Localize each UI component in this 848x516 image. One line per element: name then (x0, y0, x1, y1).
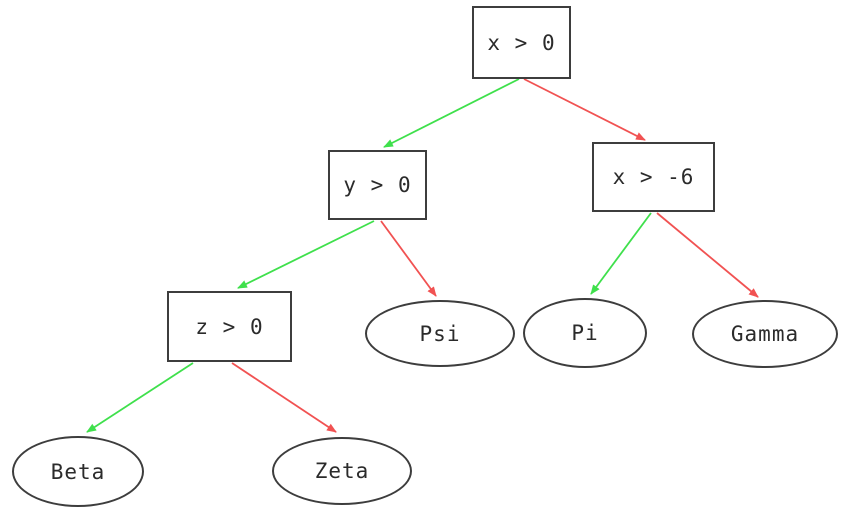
leaf-label: Pi (571, 321, 599, 345)
edge-z0-to-zeta (231, 362, 337, 433)
leaf-label: Psi (419, 321, 461, 346)
node-x-gt-0: x > 0 (472, 6, 571, 79)
node-y-gt-0: y > 0 (328, 150, 427, 220)
node-x-gt-neg6: x > -6 (592, 142, 715, 212)
node-label: z > 0 (195, 314, 264, 339)
edge-root-to-y0 (383, 78, 520, 148)
edge-xm6-to-pi (590, 212, 652, 295)
edge-xm6-to-gamma (656, 212, 759, 298)
edge-root-to-xm6 (523, 78, 646, 141)
node-z-gt-0: z > 0 (167, 291, 292, 362)
leaf-gamma: Gamma (692, 300, 838, 368)
leaf-label: Gamma (730, 322, 800, 346)
leaf-psi: Psi (365, 300, 515, 367)
edge-y0-to-z0 (237, 220, 375, 289)
leaf-label: Zeta (314, 459, 370, 483)
edge-z0-to-beta (86, 362, 194, 433)
leaf-beta: Beta (12, 436, 144, 507)
leaf-pi: Pi (523, 298, 647, 368)
leaf-zeta: Zeta (272, 437, 412, 505)
edge-y0-to-psi (380, 220, 437, 297)
node-label: x > -6 (612, 165, 695, 189)
leaf-label: Beta (50, 459, 106, 484)
node-label: x > 0 (487, 30, 556, 55)
node-label: y > 0 (343, 173, 412, 197)
